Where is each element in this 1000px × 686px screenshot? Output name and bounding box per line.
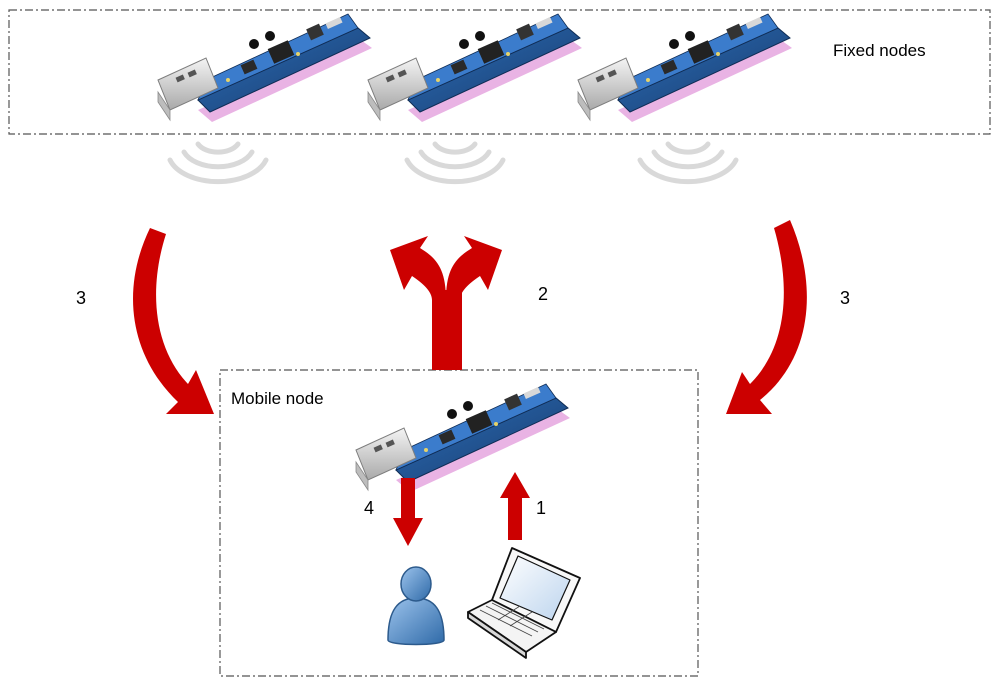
step-label-broadcast: 2 <box>538 284 548 304</box>
mobile-node-box <box>219 369 699 677</box>
mobile-node-label: Mobile node <box>231 389 324 408</box>
fork-arrow-broadcast <box>390 236 502 370</box>
step-label-from-laptop: 1 <box>536 498 546 518</box>
laptop-icon <box>467 547 581 659</box>
mobile-node <box>355 383 571 493</box>
user-icon <box>387 566 445 646</box>
fixed-nodes-box <box>8 9 991 135</box>
fixed-node-1 <box>157 13 373 123</box>
fixed-node-2 <box>367 13 583 123</box>
wireless-signal-icon <box>640 144 736 182</box>
step-label-right: 3 <box>840 288 850 308</box>
curved-arrow-left <box>133 228 214 414</box>
fixed-node-3 <box>577 13 793 123</box>
down-arrow-to-user <box>393 478 423 546</box>
curved-arrow-right <box>726 220 807 414</box>
step-label-to-user: 4 <box>364 498 374 518</box>
wireless-signal-icon <box>170 144 266 182</box>
step-label-left: 3 <box>76 288 86 308</box>
fixed-nodes-label: Fixed nodes <box>833 41 926 60</box>
wireless-signal-icon <box>407 144 503 182</box>
up-arrow-from-laptop <box>500 472 530 540</box>
